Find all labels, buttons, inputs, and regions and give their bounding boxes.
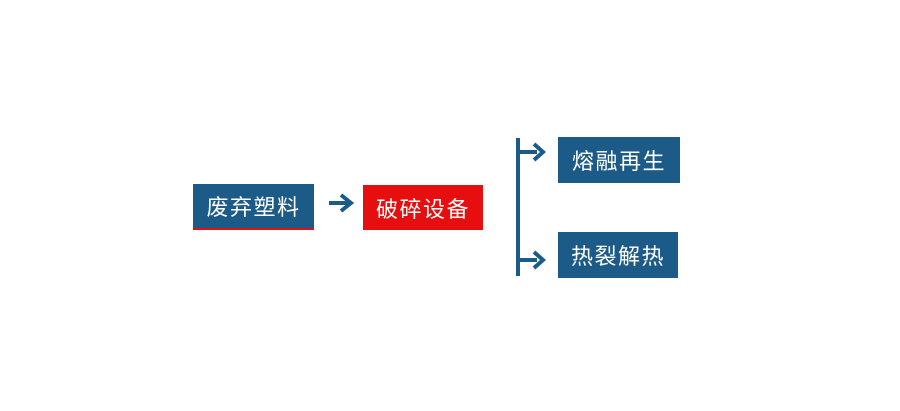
node-waste-plastic-label: 废弃塑料: [206, 195, 301, 220]
node-waste-plastic: 废弃塑料: [193, 184, 314, 230]
node-pyrolysis-heat-label: 热裂解热: [570, 244, 665, 269]
right-arrow-icon: [329, 193, 355, 213]
arrow-head: [339, 193, 355, 213]
node-melt-regeneration: 熔融再生: [558, 137, 680, 183]
node-crushing-equipment-label: 破碎设备: [375, 196, 470, 222]
node-crushing-equipment: 破碎设备: [363, 185, 483, 230]
branch-bottom-arrow-head: [532, 250, 547, 270]
branch-connector: [516, 138, 547, 276]
node-melt-regeneration-label: 熔融再生: [571, 149, 666, 174]
node-pyrolysis-heat: 热裂解热: [558, 232, 678, 278]
branch-top-arrow-head: [532, 142, 547, 162]
